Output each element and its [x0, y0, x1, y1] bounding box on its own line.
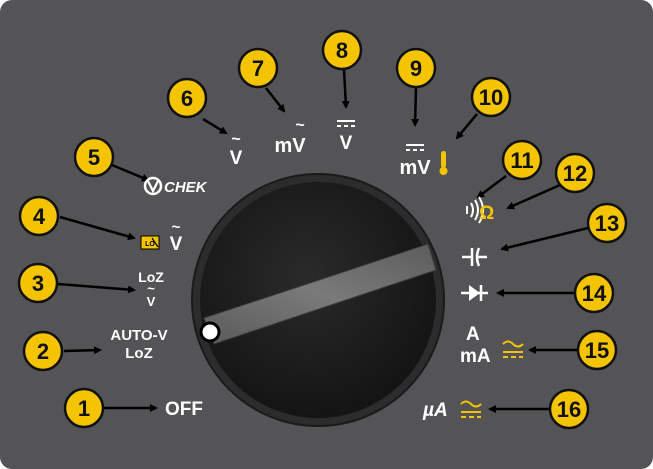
- label-micro-amps: µA: [422, 400, 448, 421]
- callout-number: 9: [410, 56, 422, 81]
- callout-number: 11: [510, 148, 533, 173]
- label-auto-v-loz: LoZ: [125, 345, 153, 362]
- label-v-dc: V: [340, 133, 353, 154]
- tilde-icon: ~: [295, 117, 304, 134]
- knob-indicator-dot: [199, 321, 221, 343]
- arrow-7: [265, 87, 286, 113]
- dc-symbol-icon: [406, 144, 424, 151]
- callout-number: 10: [479, 85, 503, 110]
- callout-number: 14: [582, 281, 607, 306]
- arrow-4: [59, 215, 136, 241]
- label-amps: A: [466, 324, 480, 345]
- vchek-icon: [143, 176, 163, 196]
- label-milliamps: mA: [460, 346, 491, 367]
- callout-6: 6: [166, 77, 208, 119]
- label-vchek: CHEK: [164, 179, 208, 196]
- function-labels: OFF AUTO-V LoZ LoZ ~ V LO ~ V CHEK ~ V m…: [110, 117, 524, 421]
- callout-3: 3: [17, 262, 59, 304]
- label-lpf-v: V: [170, 234, 183, 255]
- arrow-2: [63, 346, 102, 355]
- tilde-icon: ~: [172, 219, 181, 236]
- label-loz: LoZ: [138, 269, 164, 285]
- label-off: OFF: [165, 399, 203, 420]
- arrow-5: [111, 163, 150, 182]
- callout-number: 3: [32, 271, 44, 296]
- callout-badges: 1 2 3 4 5 6 7 8 9 10 11 12 13 14 15 16: [17, 29, 628, 430]
- callout-9: 9: [395, 47, 437, 89]
- callout-number: 4: [33, 204, 46, 229]
- callout-4: 4: [18, 195, 60, 237]
- callout-5: 5: [73, 136, 115, 178]
- callout-12: 12: [554, 152, 596, 194]
- callout-number: 1: [78, 396, 90, 421]
- callout-10: 10: [470, 76, 512, 118]
- callout-number: 13: [595, 211, 619, 236]
- callout-number: 15: [585, 338, 609, 363]
- rotary-knob[interactable]: [191, 173, 445, 427]
- label-v-ac: V: [230, 148, 243, 169]
- arrow-3: [57, 282, 136, 294]
- label-mv-dc: mV: [399, 157, 431, 179]
- arrow-9: [411, 87, 420, 127]
- callout-11: 11: [501, 139, 543, 181]
- ac-dc-icon: [502, 340, 524, 358]
- callout-number: 8: [336, 38, 348, 63]
- callout-13: 13: [586, 202, 628, 244]
- low-pass-filter-icon: LO: [140, 235, 160, 250]
- diode-icon: [461, 285, 488, 301]
- beeper-icon: [466, 196, 484, 224]
- label-mv-ac: mV: [274, 135, 306, 157]
- callout-14: 14: [573, 272, 615, 314]
- label-ohm: Ω: [479, 203, 494, 224]
- ac-dc-icon: [460, 400, 482, 418]
- dc-symbol-icon: [337, 120, 355, 127]
- callout-1: 1: [63, 387, 105, 429]
- label-loz-v: V: [147, 294, 156, 309]
- arrow-12: [506, 183, 561, 210]
- arrow-6: [202, 117, 228, 135]
- callout-number: 7: [252, 56, 264, 81]
- arrow-11: [476, 175, 507, 199]
- callout-7: 7: [237, 47, 279, 89]
- thermometer-icon: [439, 151, 448, 175]
- arrow-13: [500, 226, 589, 252]
- callout-16: 16: [548, 388, 590, 430]
- svg-text:LO: LO: [145, 241, 155, 248]
- arrow-10: [455, 113, 478, 140]
- tilde-icon: ~: [147, 281, 155, 296]
- callout-number: 2: [37, 339, 49, 364]
- callout-number: 6: [181, 86, 193, 111]
- callout-number: 12: [563, 161, 587, 186]
- callout-number: 16: [557, 397, 581, 422]
- callout-arrows: [57, 69, 589, 413]
- label-auto-v: AUTO-V: [110, 327, 167, 344]
- tilde-icon: ~: [231, 131, 240, 148]
- capacitor-icon: [462, 247, 487, 267]
- callout-15: 15: [576, 329, 618, 371]
- callout-2: 2: [22, 330, 64, 372]
- callout-8: 8: [321, 29, 363, 71]
- callout-number: 5: [88, 145, 100, 170]
- arrow-8: [341, 69, 350, 109]
